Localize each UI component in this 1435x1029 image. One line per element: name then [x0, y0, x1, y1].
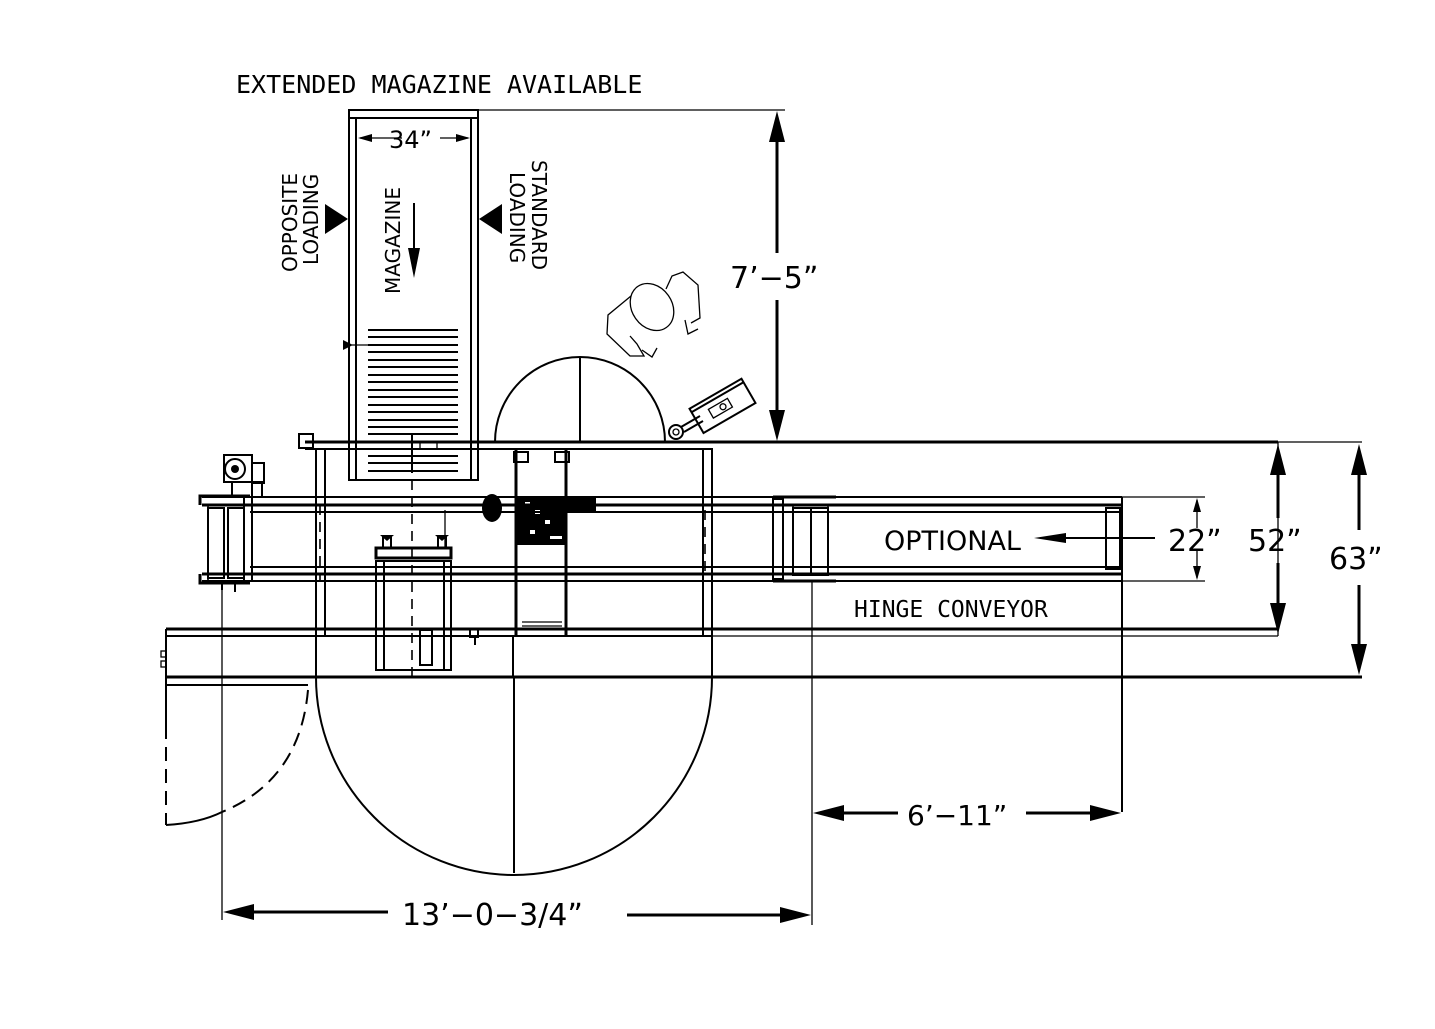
conveyor-length-dimension: 6’−11”	[907, 799, 1007, 832]
bottom-guard	[315, 676, 713, 876]
standard-loading-label-2: LOADING	[505, 172, 529, 263]
magazine-stack	[343, 329, 458, 473]
infeed-conveyor	[198, 454, 1205, 812]
motor-icon	[223, 454, 265, 498]
control-panel-arm	[668, 377, 757, 440]
triangle-right-icon	[325, 204, 348, 234]
title-text: EXTENDED MAGAZINE AVAILABLE	[236, 70, 642, 99]
triangle-left-icon	[479, 204, 502, 234]
arrow-down-icon	[408, 203, 420, 278]
overall-depth-dimension: 63”	[1329, 542, 1383, 577]
optional-label: OPTIONAL	[884, 526, 1021, 557]
conveyor-width-dimension: 22”	[1168, 524, 1222, 559]
magazine-width-dimension: 34”	[389, 126, 432, 154]
magazine-label: MAGAZINE	[381, 187, 405, 294]
sealer-head	[374, 510, 453, 671]
magazine: 34” MAGAZINE	[343, 109, 479, 481]
magazine-height-dimension: 7’−5”	[730, 261, 818, 296]
operator-figure-icon	[606, 271, 701, 358]
opposite-loading-label-1: OPPOSITE	[278, 173, 302, 272]
top-guard	[494, 356, 666, 443]
door-swing	[165, 684, 309, 826]
hinge-conveyor-label: HINGE CONVEYOR	[854, 597, 1048, 623]
standard-loading-label-1: STANDARD	[527, 160, 551, 270]
machine-depth-dimension: 52”	[1248, 524, 1302, 559]
machine-frame	[160, 433, 1362, 685]
opposite-loading-label-2: LOADING	[299, 174, 323, 265]
overall-length-dimension: 13’−0−3/4”	[402, 898, 583, 933]
drive-assembly	[482, 494, 596, 545]
